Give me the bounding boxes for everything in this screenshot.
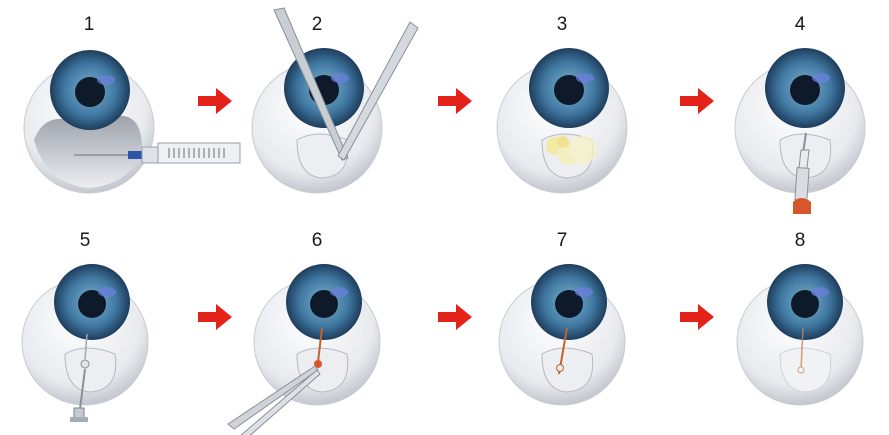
reflection (98, 287, 116, 297)
eye-illustration (497, 8, 627, 208)
eye-illustration (252, 224, 382, 429)
arrow-right-icon (680, 88, 714, 114)
eye-illustration (735, 224, 865, 429)
step-3: 3 (497, 8, 627, 208)
step-6: 6 (252, 224, 382, 424)
arrow-right-icon (438, 88, 472, 114)
step-7: 7 (497, 224, 627, 424)
eye-illustration (252, 8, 382, 208)
reflection (330, 287, 348, 297)
reflection (811, 287, 829, 297)
reflection (97, 75, 115, 85)
step-4: 4 (735, 8, 865, 208)
step-5: 5 (20, 224, 150, 424)
reflection (575, 287, 593, 297)
reflection (576, 73, 594, 83)
eye-illustration (735, 8, 865, 223)
arrow-right-icon (438, 304, 472, 330)
arrow-right-icon (198, 88, 232, 114)
reflection (331, 73, 349, 83)
arrow-right-icon (680, 304, 714, 330)
eye-illustration (20, 224, 150, 429)
step-2: 2 (252, 8, 382, 208)
eye-illustration (497, 224, 627, 429)
step-8: 8 (735, 224, 865, 424)
step-1: 1 (24, 8, 154, 208)
reflection (812, 73, 830, 83)
arrow-right-icon (198, 304, 232, 330)
